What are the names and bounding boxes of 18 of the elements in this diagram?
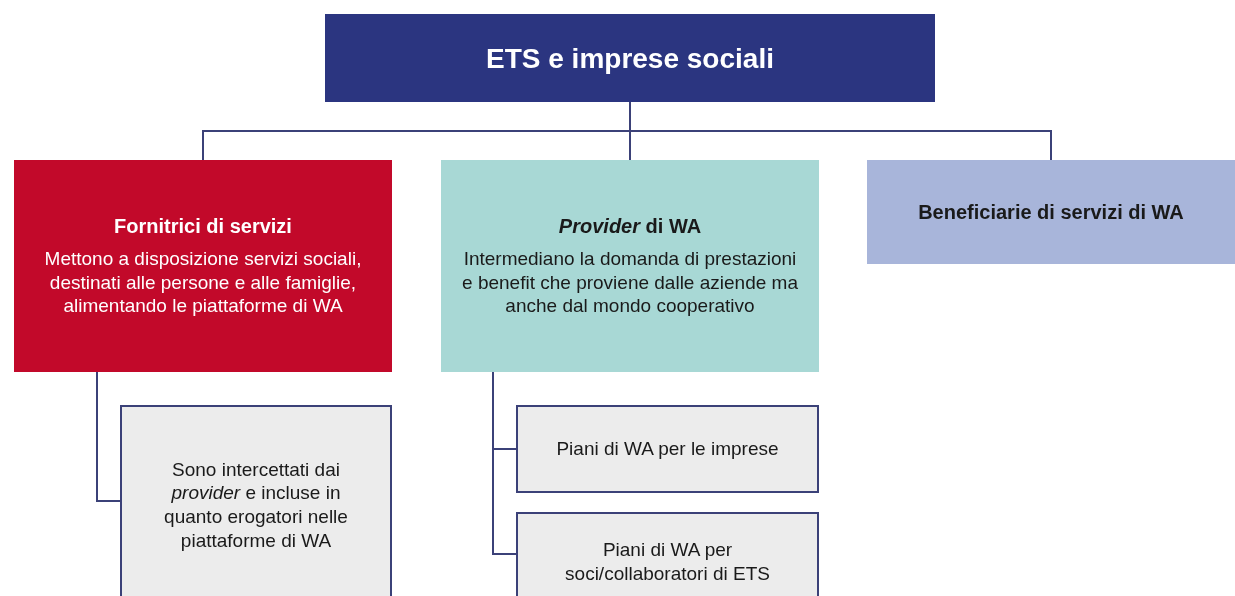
detail-box (516, 512, 819, 596)
category-box (14, 160, 392, 372)
category-box (441, 160, 819, 372)
box-text: Beneficiarie di servizi di WA (918, 199, 1184, 225)
root-box (325, 14, 935, 102)
detail-box (516, 405, 819, 493)
box-text: Intermediano la domanda di prestazioni e benefit che proviene dalle aziende ma anche dal mondo cooperativo (461, 246, 799, 319)
connector-line (96, 371, 121, 502)
detail-box (120, 405, 392, 596)
box-text: Piani di WA per soci/collaboratori di ETS (564, 538, 771, 586)
box-text: Piani di WA per le imprese (556, 437, 779, 461)
box-text: Mettono a disposizione servizi sociali, destinati alle persone e alle famiglie, alimentando le piattaforme di WA (43, 246, 363, 319)
box-text: Sono intercettati dai provider e incluse in quanto erogatori nelle piattaforme di WA (163, 457, 349, 553)
box-heading: Provider di WA (558, 213, 702, 239)
category-box (867, 160, 1235, 264)
connector-line (492, 371, 517, 555)
box-text: ETS e imprese sociali (486, 41, 774, 76)
box-heading: Fornitrici di servizi (114, 213, 292, 239)
